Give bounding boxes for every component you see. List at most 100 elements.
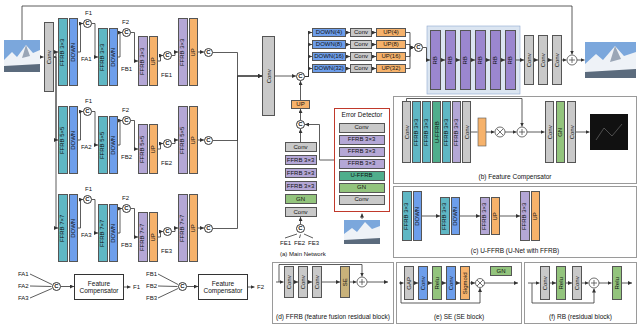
layer-box: Conv [538,35,548,85]
concat-circle: C [296,224,305,233]
node-text: UP [190,48,197,56]
layer-box: RB [490,30,501,90]
node-text: UP [296,101,304,108]
layer-box: UP [531,191,540,241]
svg-shape [304,234,313,238]
layer-box: DOWN [69,194,78,262]
node-text: Error Detector [342,111,383,118]
svg-shape [585,69,636,78]
wires [22,6,632,303]
node-text: Conv [546,125,553,139]
node-text: Conv [526,53,533,67]
node-text: RB [477,56,484,64]
connector [305,69,312,77]
node-text: DOWN [110,224,117,243]
layer-box: RB [505,30,516,90]
layer-box: DOWN [109,204,118,262]
svg-shape [344,222,380,244]
node-text: Conv [286,275,293,289]
node-text: U-FFRB [433,121,440,143]
concat-circle: C [163,51,172,60]
layer-box: GN [339,183,385,193]
node-text: FFRB 3×3 [522,202,529,230]
node-text: DOWN [70,131,77,150]
node-text: Conv [265,69,272,83]
node-text: Conv [542,276,549,290]
node-text: FFRB 7×7 [140,223,147,251]
gate-block [478,118,486,146]
node-text: DOWN [70,43,77,62]
layer-box: FFRB 3×3 [98,28,108,86]
layer-box: FFRB 3×3 [339,135,385,145]
layer-box: UP [149,36,158,86]
layer-box: Conv [524,35,534,85]
layer-box: RB [445,30,456,90]
layer-box: FFRB 7×7 [138,212,148,262]
node-text: UP [532,212,539,220]
node-text: UP(4) [383,29,399,36]
layer-box: Conv [567,101,576,163]
svg-shape [158,274,178,285]
layer-box: Conv [350,64,372,73]
layer-box: FFRB 5×5 [138,124,148,174]
node-text: Conv [300,275,307,289]
node-text: FFRB 3×3 [423,118,430,146]
panel-frame: (e) SE (SE block)GAPConvReluConvSigmoidG… [396,262,522,324]
layer-box: U-FFRB [432,101,441,163]
concat-circle: C [163,139,172,148]
layer-box: FFRB 5×5 [178,106,188,174]
node-text: DOWN [70,219,77,238]
layer-box: FFRB 5×5 [98,116,108,174]
svg-shape [350,282,357,283]
svg-shape [362,214,363,220]
layer-box: UP(8) [376,40,406,49]
layer-box: Conv [446,266,456,300]
svg-shape [528,283,540,284]
svg-shape [562,60,567,61]
layer-box: FFRB 3×3 [442,101,451,163]
svg-shape [4,40,40,72]
connector [61,286,74,287]
node-text: UP(32) [381,65,400,72]
layer-box: DOWN(4) [312,28,346,37]
node-text: Conv [448,276,455,290]
svg-shape [596,124,622,140]
node-text: SE [342,278,349,286]
node-text: Conv [354,53,368,60]
connector [516,60,524,61]
connector [322,282,340,283]
node-text: C [206,137,210,144]
node-text: GN [497,268,506,275]
concat-circle: C [296,72,305,81]
svg-shape [585,42,636,78]
layer-box: SE [340,266,350,298]
node-text: Relu [434,277,441,289]
layer-box: FFRB 3×3 [138,36,148,86]
node-text: Conv [354,29,368,36]
svg-shape [519,129,525,135]
svg-shape [344,220,380,244]
svg-shape [582,283,589,284]
concat-circle: C [122,116,131,125]
layer-box: FFRB 3×3 [285,155,317,165]
node-text: Conv [568,125,575,139]
layer-box: DOWN [69,106,78,174]
node-text: Conv [293,209,307,216]
layer-box: Conv [552,35,562,85]
node-text: C [165,228,169,235]
svg-shape [567,55,577,65]
layer-box: RB [475,30,486,90]
connector [118,121,122,146]
svg-shape [470,283,475,284]
node-text: UP [150,57,157,65]
layer-box: UP(32) [376,64,406,73]
svg-shape [30,286,52,288]
layer-box: Relu [556,266,566,300]
layer-box: FFRB 3×3 [520,191,530,241]
module-box: Feature Compensator [74,274,124,300]
connector [118,209,122,234]
layer-box: FFRB 3×3 [58,18,68,86]
svg-shape [4,64,40,72]
node-text: UP [190,136,197,144]
